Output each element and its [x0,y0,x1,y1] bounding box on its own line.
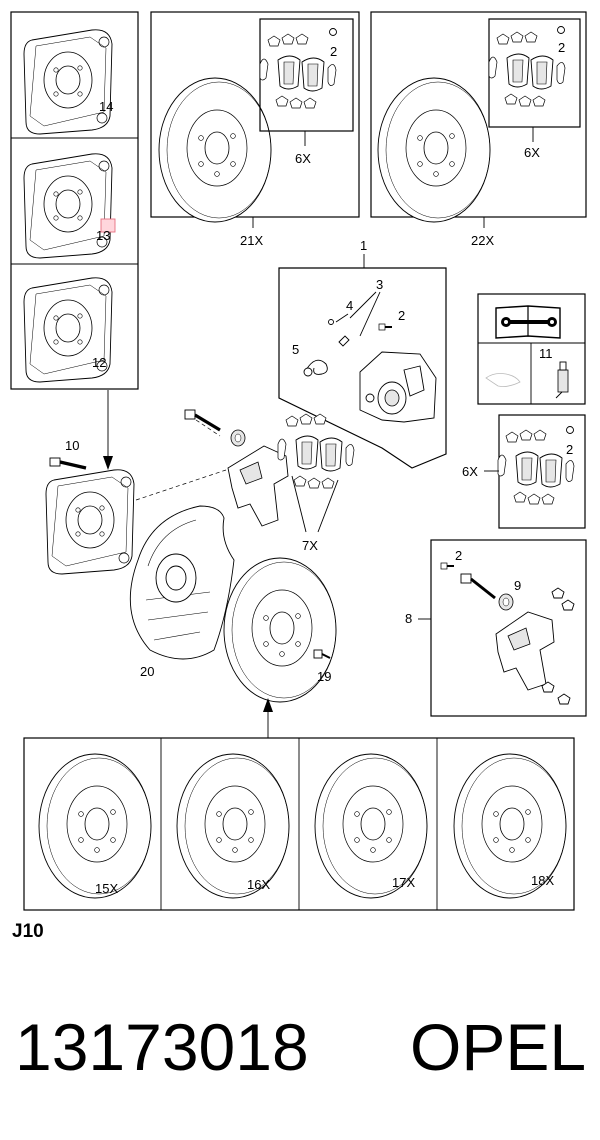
callout-2-a: 2 [330,44,337,59]
callout-2-c: 2 [398,308,405,323]
grease-tube-11[interactable] [555,361,569,399]
callout-6x-a: 6X [295,151,311,166]
callout-16x: 16X [247,877,270,892]
callout-15x: 15X [95,881,118,896]
highlight-marker [100,218,116,233]
disc-screw-19[interactable] [313,649,331,659]
pad-kit-6x-a[interactable] [259,33,337,109]
hub-bolt-10[interactable] [49,457,87,470]
grease-smear [485,373,521,387]
disc-22x-box [370,11,587,218]
brake-disc-16x[interactable] [176,753,290,899]
plate-stack-box [10,11,139,390]
part-number: 13173018 [15,1010,309,1084]
pad-kit-6x-c[interactable] [497,429,575,505]
callout-7x: 7X [302,538,318,553]
manual-box [477,293,586,405]
callout-20: 20 [140,664,154,679]
arrow-head [103,456,113,470]
callout-6x-b: 6X [524,145,540,160]
bushing-9[interactable] [498,593,514,611]
carrier-clips [541,587,575,705]
callout-1: 1 [360,238,367,253]
brake-disc-15x[interactable] [38,753,152,899]
brake-disc-21x[interactable] [158,77,272,223]
caliper-bolt[interactable] [184,409,221,432]
pad-kit-7x[interactable] [277,413,355,489]
callout-4: 4 [346,298,353,313]
callout-2-b: 2 [558,40,565,55]
pad-kit-inset-right: 2 6X [488,18,581,160]
manual-wrench-icon [495,305,561,339]
caliper-body[interactable] [359,351,437,423]
carrier-bolt-b[interactable] [460,573,496,600]
callout-17x: 17X [392,875,415,890]
bleed-cap[interactable] [328,319,334,325]
callout-10: 10 [65,438,79,453]
callout-8: 8 [405,611,412,626]
arrow-head-up [263,698,273,712]
callout-3: 3 [376,277,383,292]
callout-11: 11 [539,346,553,361]
callout-6x-c: 6X [462,464,478,479]
callout-14: 14 [99,99,113,114]
callout-2-e: 2 [455,548,462,563]
splash-shield-20[interactable] [129,505,235,660]
spring-5[interactable] [305,359,328,375]
carrier-bracket-8[interactable] [495,611,555,691]
callout-19: 19 [317,669,331,684]
callout-13: 13 [96,228,110,243]
disc-21x-box [150,11,360,218]
backing-plate-14[interactable] [23,29,113,135]
caliper-kit-box [278,267,447,469]
diagram-code: J10 [12,921,44,942]
brake-disc-22x[interactable] [377,77,491,223]
dash-guide-b [195,419,221,437]
bushing[interactable] [230,429,246,447]
carrier-bolt-a[interactable] [440,562,455,570]
carrier-kit-box [430,539,587,717]
backing-plate-10[interactable] [45,469,135,575]
callout-22x: 22X [471,233,494,248]
callout-21x: 21X [240,233,263,248]
pad-kit-6x-b[interactable] [488,31,566,107]
callout-9: 9 [514,578,521,593]
pad-kit-inset-left: 2 6X [259,18,354,166]
callout-2-d: 2 [566,442,573,457]
dash-guide-a [135,469,227,501]
disc-row-box [23,737,575,911]
callout-12: 12 [92,355,106,370]
callout-5: 5 [292,342,299,357]
guide-bolt-2[interactable] [378,323,393,331]
callout-18x: 18X [531,873,554,888]
bleed-screw[interactable] [338,335,350,347]
brand-name: OPEL [410,1010,586,1084]
